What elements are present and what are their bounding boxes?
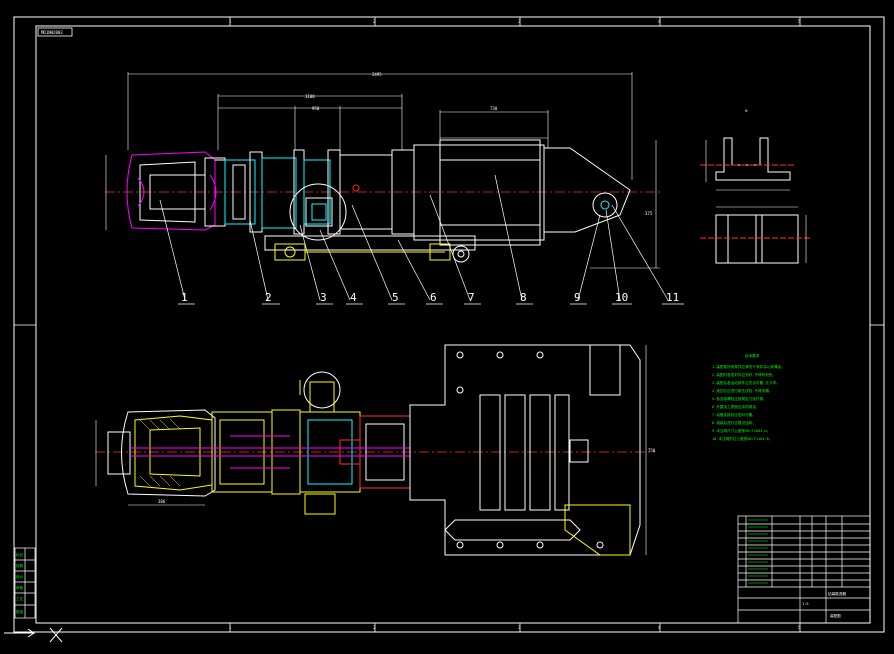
title-name: 钻臂推进器 [828, 591, 846, 596]
part-label: 10 [615, 291, 628, 304]
part-label: 11 [666, 291, 679, 304]
edge-number: 1 [229, 625, 232, 630]
part-label: 4 [350, 291, 357, 304]
note-line: 5.各连接螺栓应按规定力矩拧紧。 [712, 396, 767, 401]
section-dimensions [95, 345, 647, 555]
edge-number: 4 [658, 625, 661, 630]
svg-text:⊕: ⊕ [745, 108, 748, 113]
edge-number: 3 [518, 19, 521, 24]
part-label: 6 [430, 291, 437, 304]
part-label: 5 [392, 291, 399, 304]
ucs-axis-icon [4, 627, 63, 643]
note-line: 9.未注明尺寸公差按GB/T1804-m。 [712, 428, 770, 433]
edge-number: 5 [798, 625, 801, 630]
edge-number: 2 [373, 625, 376, 630]
title-scale: 1:5 [802, 602, 809, 606]
elevation-dimensions [105, 72, 660, 269]
leader-lines [159, 174, 684, 305]
title-block [737, 515, 871, 624]
side-label: 处数 [16, 563, 24, 568]
detail-view-top: ⊕ [700, 108, 795, 191]
note-line: 1.装配前所有零件应清洗干净并涂以润滑油。 [712, 364, 785, 369]
dim-bottom-a: 386 [158, 499, 166, 504]
note-line: 10.未注明形位公差按GB/T1184-K。 [712, 436, 772, 441]
edge-number: 5 [798, 19, 801, 24]
drawing-code: MD1NH2003 [41, 30, 63, 35]
dim-overall: 2495 [372, 72, 382, 77]
edge-numbers: 1 2 3 4 5 1 2 3 4 5 [229, 19, 801, 630]
side-label: 工艺 [16, 596, 24, 601]
note-line: 7.油管连接处应密封可靠。 [712, 412, 756, 417]
part-numbers: 1 2 3 4 5 6 7 8 9 10 11 [181, 291, 679, 304]
note-line: 4.液压缸应进行耐压试验,不得渗漏。 [712, 388, 772, 393]
edge-number: 4 [658, 19, 661, 24]
part-label: 9 [574, 291, 581, 304]
edge-number: 2 [373, 19, 376, 24]
section-view [95, 344, 655, 556]
dim-span-b: 950 [312, 106, 320, 111]
elevation-view [105, 139, 660, 263]
side-label: 审核 [16, 585, 24, 590]
part-label: 7 [468, 291, 475, 304]
title-sheet: 装配图 [830, 613, 841, 618]
side-strip-labels: 标记 处数 设计 审核 工艺 批准 [16, 552, 24, 614]
notes-title: 技术要求 [745, 353, 760, 358]
note-line: 3.装配后各运动部件应灵活可靠,无卡滞。 [712, 380, 780, 385]
technical-notes: 技术要求 1.装配前所有零件应清洗干净并涂以润滑油。 2.装配时各密封件应完好,… [712, 353, 785, 441]
side-label: 批准 [16, 609, 24, 614]
part-label: 8 [520, 291, 527, 304]
note-line: 6.外露加工表面应涂防锈油。 [712, 404, 759, 409]
side-label: 设计 [16, 574, 24, 579]
dim-span-a: 1100 [305, 94, 315, 99]
part-label: 1 [181, 291, 188, 304]
detail-view-bottom [700, 206, 810, 264]
part-label: 3 [320, 291, 327, 304]
dim-span-d: 375 [645, 211, 653, 216]
dim-span-c: 730 [490, 106, 498, 111]
part-label: 2 [265, 291, 272, 304]
note-line: 2.装配时各密封件应完好,不得有划伤。 [712, 372, 776, 377]
drawing-frame: 1 2 3 4 5 1 2 3 4 5 MD1NH2003 [13, 16, 885, 633]
side-label: 标记 [16, 552, 24, 557]
dim-height: 750 [648, 448, 656, 453]
edge-number: 3 [518, 625, 521, 630]
edge-number: 1 [229, 19, 232, 24]
side-strip [14, 547, 36, 619]
note-line: 8.组装后进行空载试运转。 [712, 420, 756, 425]
